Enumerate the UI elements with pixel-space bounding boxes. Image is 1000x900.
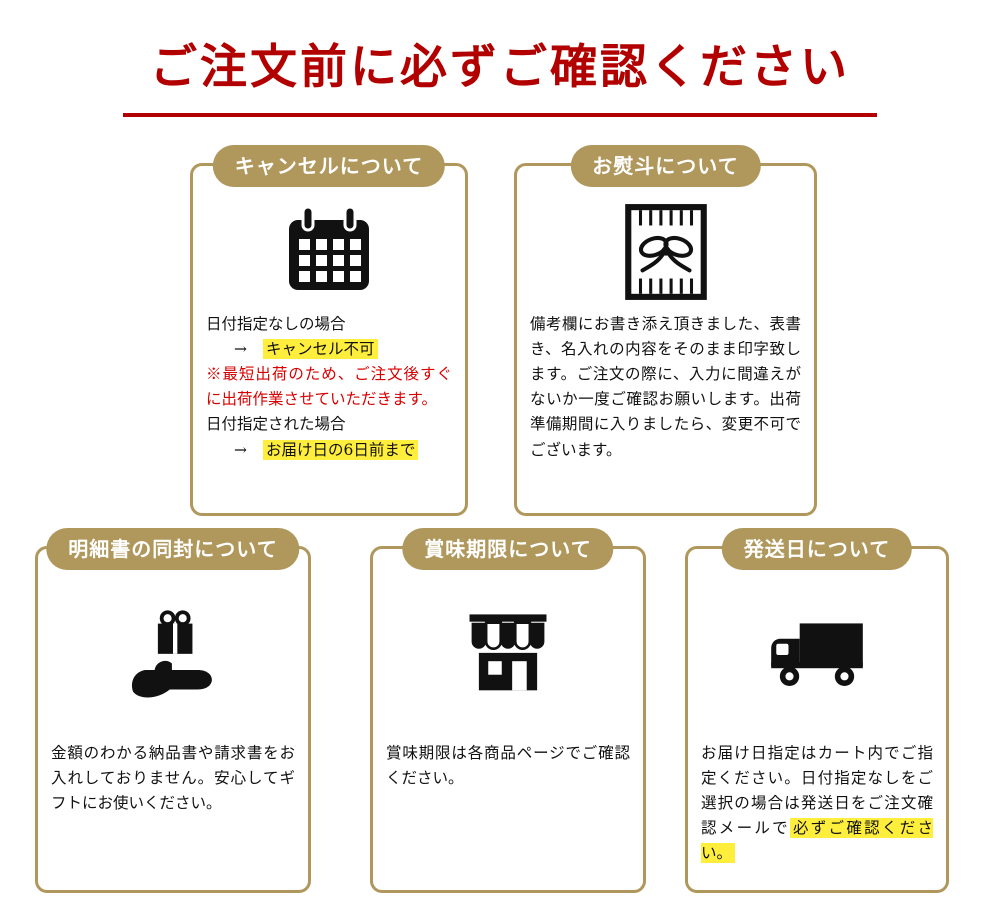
invoice-body: 金額のわかる納品書や請求書をお入れしておりません。安心してギフトにお使いください… bbox=[38, 741, 308, 816]
expiry-body: 賞味期限は各商品ページでご確認ください。 bbox=[373, 741, 643, 791]
badge-shipping: 発送日について bbox=[721, 528, 913, 570]
cancel-highlight: キャンセル不可 bbox=[263, 339, 378, 360]
title-underline bbox=[123, 113, 877, 117]
cancellation-body: 日付指定なしの場合 → キャンセル不可 ※最短出荷のため、ご注文後すぐに出荷作業さ… bbox=[193, 312, 465, 463]
arrow-glyph: → bbox=[234, 440, 247, 459]
card-cancellation: キャンセルについて 日付指定なしの場合 → キャンセル不可 ※最短出荷のため、ご注… bbox=[190, 145, 468, 516]
cancel-result-line: → キャンセル不可 bbox=[206, 337, 452, 362]
store-icon bbox=[373, 597, 643, 715]
badge-invoice: 明細書の同封について bbox=[46, 528, 300, 570]
badge-expiry: 賞味期限について bbox=[402, 528, 614, 570]
cancel-deadline-highlight: お届け日の6日前まで bbox=[263, 439, 419, 460]
cancel-result2-line: → お届け日の6日前まで bbox=[206, 438, 452, 463]
calendar-icon bbox=[193, 200, 465, 304]
expiry-text: 賞味期限は各商品ページでご確認ください。 bbox=[386, 744, 630, 788]
card-invoice: 明細書の同封について 金額のわかる納品書や請求書をお入れしておりません。安心して… bbox=[35, 528, 311, 893]
truck-icon bbox=[688, 597, 946, 715]
cancel-case-line: 日付指定なしの場合 bbox=[206, 315, 346, 333]
card-shipping: 発送日について お届け日指定はカート内でご指定ください。日付指定なしをご選択の場… bbox=[685, 528, 949, 893]
invoice-text: 金額のわかる納品書や請求書をお入れしておりません。安心してギフトにお使いください… bbox=[51, 744, 295, 813]
shipping-text: お届け日指定はカート内でご指定ください。日付指定なしをご選択の場合は発送日をご注… bbox=[701, 741, 933, 867]
cancel-case2-line: 日付指定された場合 bbox=[206, 415, 346, 434]
noshi-body: 備考欄にお書き添え頂きました、表書き、名入れの内容をそのまま印字致します。ご注文… bbox=[517, 312, 814, 463]
badge-noshi: お熨斗について bbox=[570, 145, 761, 187]
card-noshi: お熨斗について 備考欄にお書き添え頂きました、表書き、名入れの内容をそのまま印字… bbox=[514, 145, 817, 516]
cancel-warning-text: ※最短出荷のため、ご注文後すぐに出荷作業させていただきます。 bbox=[206, 365, 452, 409]
page-title: ご注文前に必ずご確認ください bbox=[150, 40, 850, 95]
shipping-body: お届け日指定はカート内でご指定ください。日付指定なしをご選択の場合は発送日をご注… bbox=[688, 741, 946, 867]
gift-hand-icon bbox=[38, 597, 308, 715]
noshi-text: 備考欄にお書き添え頂きました、表書き、名入れの内容をそのまま印字致します。ご注文… bbox=[530, 315, 801, 459]
shipping-text-start: お届け日指定はカート内でご指定ください。日付指定なしをご選択の場合は発送日をご注… bbox=[701, 744, 933, 838]
badge-cancellation: キャンセルについて bbox=[212, 145, 446, 187]
arrow-glyph: → bbox=[234, 340, 247, 359]
card-expiry: 賞味期限について 賞味期限は各商品ページでご確認ください。 bbox=[370, 528, 646, 893]
noshi-icon bbox=[517, 200, 814, 304]
